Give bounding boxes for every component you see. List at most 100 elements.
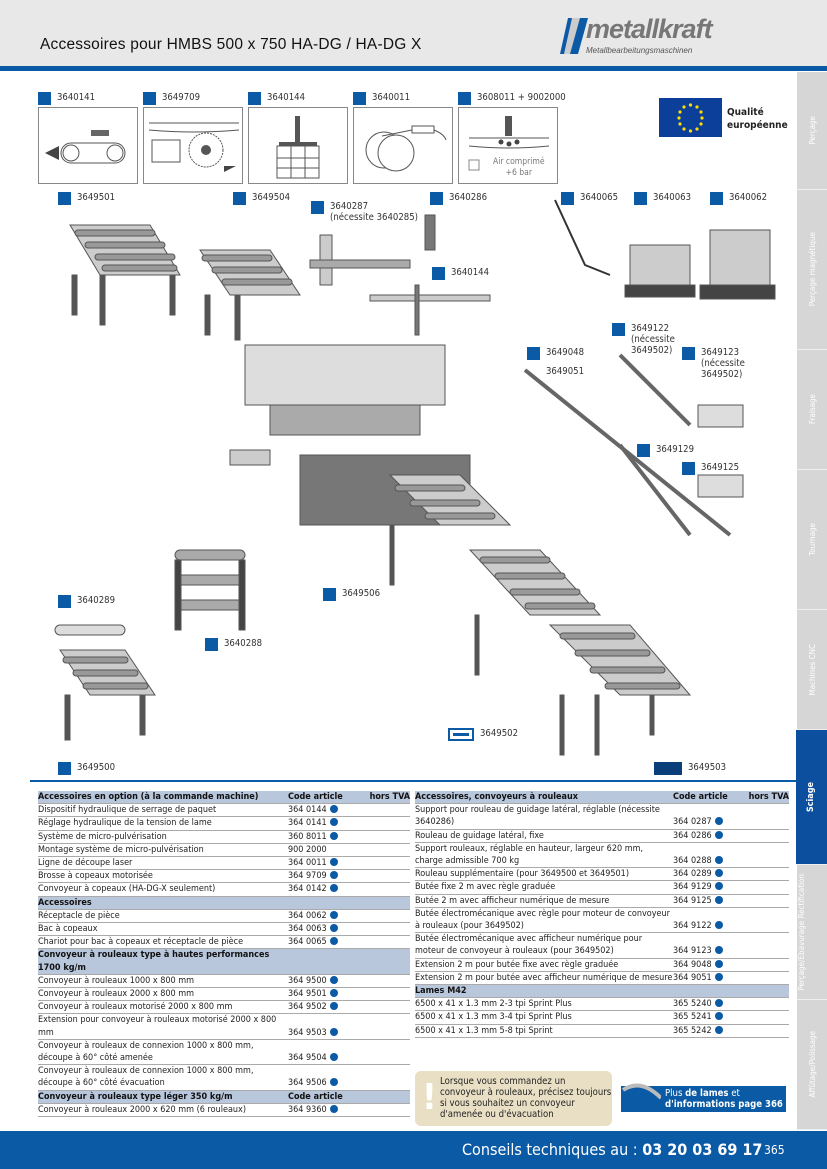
table-section-header: Accessoires bbox=[38, 896, 410, 910]
price-cell bbox=[360, 857, 410, 869]
item-description: Support pour rouleau de guidage latéral,… bbox=[415, 805, 660, 828]
part-label: 3640065 bbox=[561, 192, 618, 205]
item-description: Rouleau supplémentaire (pour 3649500 et … bbox=[415, 869, 629, 880]
info-icon[interactable] bbox=[329, 831, 338, 840]
info-icon[interactable] bbox=[714, 946, 723, 955]
item-code: Code article bbox=[288, 1091, 343, 1102]
item-code: 364 9503 bbox=[288, 1027, 360, 1039]
item-description: Réceptacle de pièce bbox=[38, 910, 120, 921]
info-icon[interactable] bbox=[329, 989, 338, 998]
info-icon[interactable] bbox=[714, 921, 723, 930]
section-tabs: Perçage Perçage magnétique Fraisage Tour… bbox=[796, 72, 827, 1130]
info-icon[interactable] bbox=[714, 1025, 723, 1034]
info-icon[interactable] bbox=[714, 856, 723, 865]
tab-machines-cnc[interactable]: Machines CNC bbox=[797, 610, 827, 730]
price-cell bbox=[745, 830, 789, 842]
info-icon[interactable] bbox=[329, 1104, 338, 1113]
item-code: 364 9360 bbox=[288, 1104, 360, 1116]
item-description: Convoyeur à rouleaux 2000 x 620 mm (6 ro… bbox=[38, 1104, 246, 1115]
price-cell bbox=[360, 1091, 410, 1103]
price-cell bbox=[360, 975, 410, 987]
thumb-label: 3640011 bbox=[353, 92, 410, 105]
info-icon[interactable] bbox=[329, 1002, 338, 1011]
table-row: Rouleau supplémentaire (pour 3649500 et … bbox=[415, 868, 789, 882]
item-code: 364 9502 bbox=[288, 1001, 360, 1013]
info-icon[interactable] bbox=[714, 869, 723, 878]
tab-percage-magnetique[interactable]: Perçage magnétique bbox=[797, 190, 827, 350]
item-code: 364 0141 bbox=[288, 817, 360, 829]
item-description: Chariot pour bac à copeaux et réceptacle… bbox=[38, 937, 244, 948]
info-icon[interactable] bbox=[329, 975, 338, 984]
info-icon[interactable] bbox=[329, 818, 338, 827]
info-icon[interactable] bbox=[329, 858, 338, 867]
item-description: Dispositif hydraulique de serrage de paq… bbox=[38, 805, 217, 816]
info-icon[interactable] bbox=[714, 882, 723, 891]
price-cell bbox=[360, 883, 410, 895]
tab-sciage[interactable]: Sciage bbox=[796, 730, 827, 865]
table-row: Extension 2 m pour butée fixe avec règle… bbox=[415, 959, 789, 972]
info-icon[interactable] bbox=[714, 830, 723, 839]
info-icon[interactable] bbox=[714, 895, 723, 904]
info-icon[interactable] bbox=[329, 910, 338, 919]
price-cell: hors TVA bbox=[748, 792, 789, 802]
page-number: 365 bbox=[764, 1143, 785, 1157]
part-label: 3649129 bbox=[637, 444, 694, 457]
info-icon[interactable] bbox=[329, 871, 338, 880]
item-description: Convoyeur à rouleaux type à hautes perfo… bbox=[38, 950, 270, 973]
info-icon[interactable] bbox=[714, 1012, 723, 1021]
item-description: 6500 x 41 x 1.3 mm 3-4 tpi Sprint Plus bbox=[415, 1012, 572, 1023]
item-code: 360 8011 bbox=[288, 831, 360, 843]
price-cell bbox=[745, 908, 789, 932]
table-row: Dispositif hydraulique de serrage de paq… bbox=[38, 804, 410, 818]
item-code: 364 0286 bbox=[673, 830, 745, 842]
info-icon[interactable] bbox=[714, 972, 723, 981]
order-note: !Lorsque vous commandez un convoyeur à r… bbox=[415, 1071, 612, 1126]
tab-affutage[interactable]: Affûtage/Polissage bbox=[797, 1000, 827, 1130]
info-icon[interactable] bbox=[714, 999, 723, 1008]
table-row: Réceptacle de pièce 364 0062 bbox=[38, 910, 410, 924]
item-code: 364 0289 bbox=[673, 868, 745, 880]
price-cell bbox=[360, 923, 410, 935]
tab-percage-ebavurage[interactable]: Perçage/Ebavurage Rectification bbox=[797, 865, 827, 1000]
item-description: Brosse à copeaux motorisée bbox=[38, 871, 153, 882]
table-row: Convoyeur à rouleaux 2000 x 620 mm (6 ro… bbox=[38, 1104, 410, 1118]
micro-spray-icon: Air comprimé+6 bar bbox=[458, 107, 558, 184]
tab-fraisage[interactable]: Fraisage bbox=[797, 350, 827, 470]
table-row: Butée 2 m avec afficheur numérique de me… bbox=[415, 895, 789, 908]
item-code: 364 0062 bbox=[288, 910, 360, 922]
price-cell bbox=[360, 870, 410, 882]
chip-brush-icon bbox=[143, 107, 243, 184]
laser-line-icon bbox=[353, 107, 453, 184]
item-code: Code article bbox=[673, 792, 728, 802]
info-icon[interactable] bbox=[329, 1078, 338, 1087]
item-description: Extension pour convoyeur à rouleaux moto… bbox=[38, 1015, 277, 1038]
info-icon[interactable] bbox=[329, 1027, 338, 1036]
section-rule bbox=[30, 780, 797, 782]
info-icon[interactable] bbox=[329, 884, 338, 893]
table-section-header: Convoyeur à rouleaux type à hautes perfo… bbox=[38, 949, 410, 975]
info-icon[interactable] bbox=[329, 937, 338, 946]
item-description: Accessoires bbox=[38, 897, 92, 908]
info-icon[interactable] bbox=[329, 1053, 338, 1062]
info-icon[interactable] bbox=[714, 817, 723, 826]
item-description: Convoyeur à rouleaux type léger 350 kg/m bbox=[38, 1091, 233, 1102]
info-icon[interactable] bbox=[714, 959, 723, 968]
item-code: 364 0144 bbox=[288, 804, 360, 816]
info-icon[interactable] bbox=[329, 805, 338, 814]
price-cell: hors TVA bbox=[369, 792, 410, 802]
price-cell bbox=[745, 933, 789, 957]
tab-tournage[interactable]: Tournage bbox=[797, 470, 827, 610]
part-label: 3649506 bbox=[323, 588, 380, 601]
table-row: Chariot pour bac à copeaux et réceptacle… bbox=[38, 936, 410, 950]
info-icon[interactable] bbox=[329, 924, 338, 933]
exclamation-icon: ! bbox=[422, 1077, 437, 1118]
tab-percage[interactable]: Perçage bbox=[797, 72, 827, 190]
part-label: 3640287(nécessite 3640285) bbox=[311, 201, 418, 223]
item-code: 364 9504 bbox=[288, 1052, 360, 1064]
